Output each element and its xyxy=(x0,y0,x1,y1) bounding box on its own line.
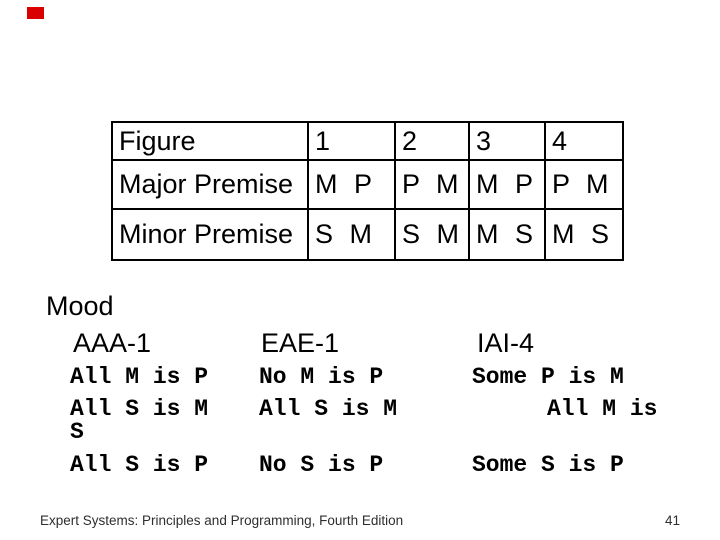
figure-header-label: Figure xyxy=(111,121,309,161)
figure-table: Figure 1 2 3 4 Major Premise M P P M M P… xyxy=(111,121,624,261)
table-row-minor-premise: Minor Premise S M S M M S M S xyxy=(111,208,624,261)
minor-premise-label: Minor Premise xyxy=(111,208,309,261)
footer-book-title: Expert Systems: Principles and Programmi… xyxy=(40,513,404,528)
page-number: 41 xyxy=(664,513,680,528)
mood-heading: Mood xyxy=(46,291,114,321)
major-premise-fig1: M P xyxy=(307,159,396,210)
figure-col-2: 2 xyxy=(394,121,470,161)
mood-column-eae1: EAE-1 xyxy=(261,328,340,358)
slide-accent-mark xyxy=(27,7,44,19)
syllogism-wrapped-s: S xyxy=(70,419,84,445)
major-premise-fig4: P M xyxy=(544,159,624,210)
syllogism-iai4-conclusion: Some S is P xyxy=(472,452,624,478)
syllogism-aaa1-premise2: All S is M xyxy=(70,396,209,422)
mood-column-iai4: IAI-4 xyxy=(477,328,535,358)
syllogism-eae1-premise2: All S is M xyxy=(259,396,398,422)
syllogism-eae1-premise1: No M is P xyxy=(259,364,384,390)
minor-premise-fig4: M S xyxy=(544,208,624,261)
major-premise-fig2: P M xyxy=(394,159,470,210)
minor-premise-fig1: S M xyxy=(307,208,396,261)
syllogism-aaa1-conclusion: All S is P xyxy=(70,452,209,478)
figure-col-3: 3 xyxy=(468,121,546,161)
table-row-figure: Figure 1 2 3 4 xyxy=(111,121,624,161)
mood-column-aaa1: AAA-1 xyxy=(73,328,152,358)
figure-col-1: 1 xyxy=(307,121,396,161)
major-premise-fig3: M P xyxy=(468,159,546,210)
minor-premise-fig3: M S xyxy=(468,208,546,261)
syllogism-aaa1-premise1: All M is P xyxy=(70,364,209,390)
syllogism-eae1-conclusion: No S is P xyxy=(259,452,384,478)
syllogism-iai4-premise1: Some P is M xyxy=(472,364,624,390)
minor-premise-fig2: S M xyxy=(394,208,470,261)
major-premise-label: Major Premise xyxy=(111,159,309,210)
figure-col-4: 4 xyxy=(544,121,624,161)
syllogism-iai4-premise2: All M is xyxy=(547,396,658,422)
table-row-major-premise: Major Premise M P P M M P P M xyxy=(111,159,624,210)
